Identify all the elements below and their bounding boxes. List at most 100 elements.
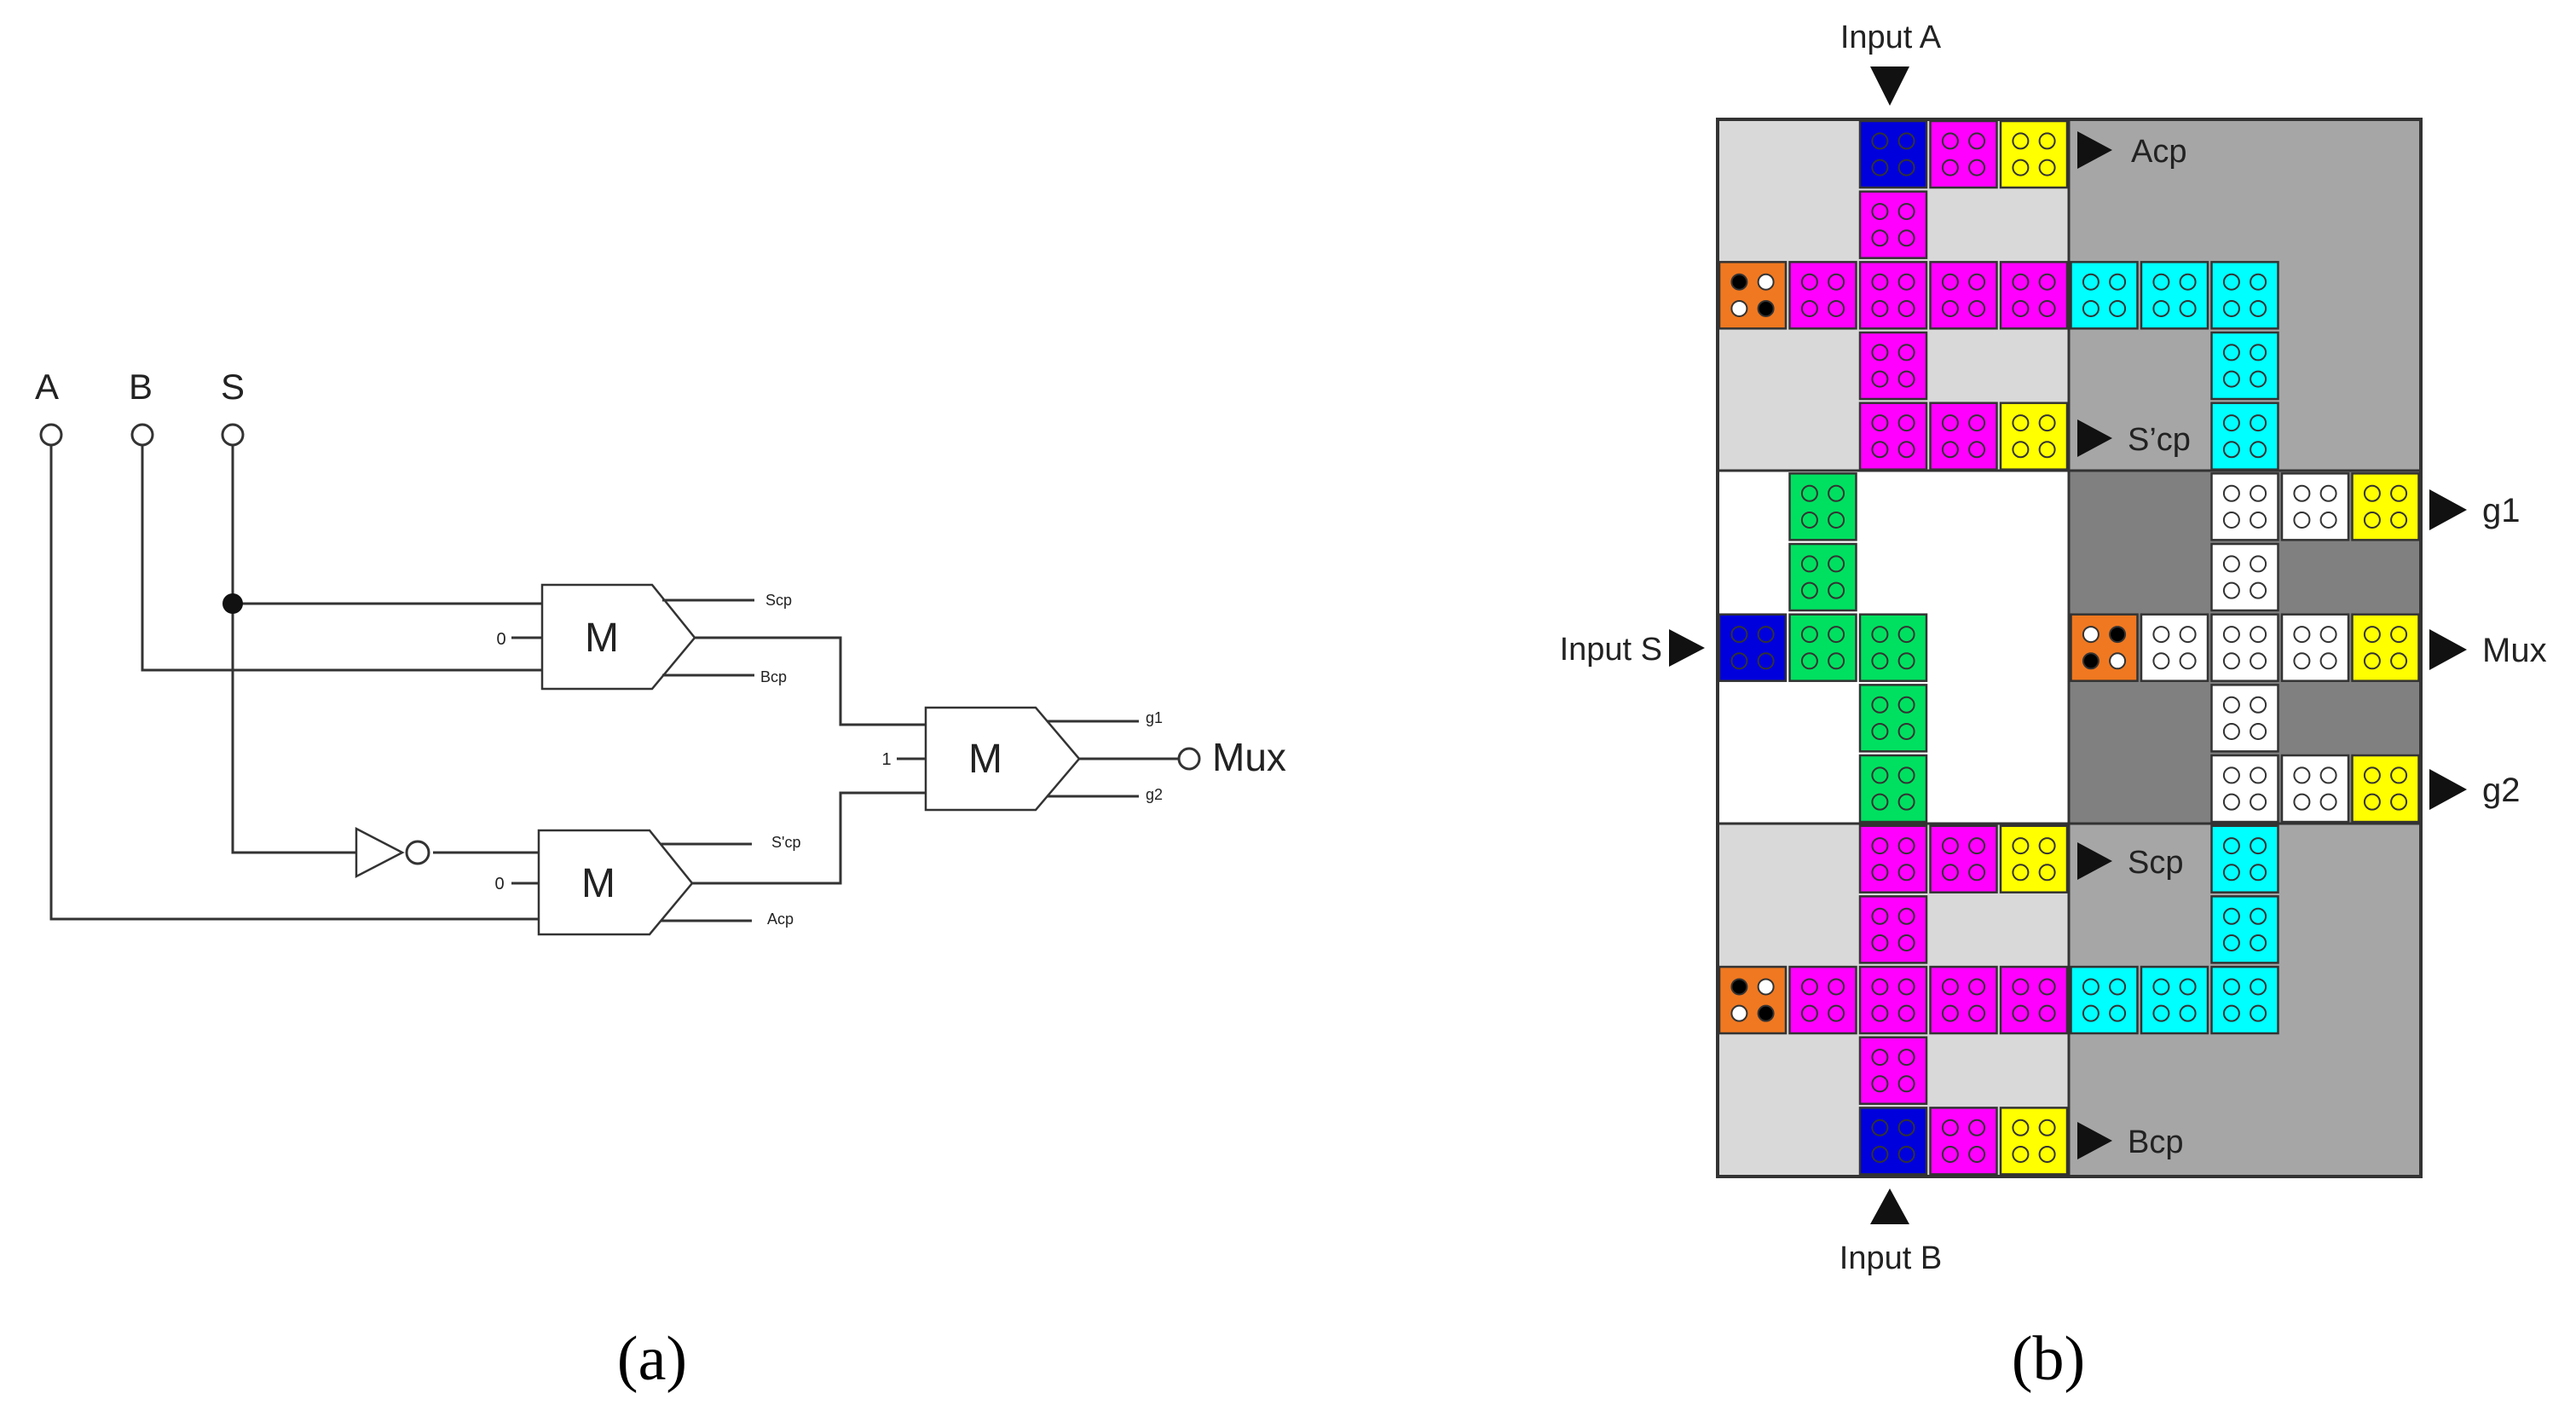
brick-stud <box>2012 1119 2030 1136</box>
brick-stud <box>2222 441 2240 459</box>
brick-stud <box>1897 864 1915 882</box>
brick-stud <box>1897 766 1915 784</box>
brick-stud <box>1828 273 1845 291</box>
brick-stud <box>1828 626 1845 644</box>
brick-stud <box>2222 555 2240 573</box>
brick-stud <box>1757 273 1775 291</box>
brick-green <box>1788 613 1857 682</box>
brick-stud <box>1871 1145 1889 1163</box>
brick-stud <box>2250 441 2267 459</box>
brick-stud <box>1897 837 1915 855</box>
brick-yellow <box>2351 613 2420 682</box>
brick-magenta <box>1858 895 1928 964</box>
brick-cyan <box>2210 824 2279 893</box>
brick-stud <box>1828 652 1845 670</box>
brick-cyan <box>2210 965 2279 1035</box>
brick-stud <box>1871 132 1889 150</box>
brick-yellow <box>1999 1107 2069 1176</box>
brick-stud <box>2038 441 2056 459</box>
brick-stud <box>2152 652 2170 670</box>
brick-stud <box>2250 722 2267 740</box>
input-b-terminal <box>130 423 154 447</box>
brick-magenta <box>1788 965 1857 1035</box>
brick-stud <box>1871 864 1889 882</box>
brick-stud <box>2319 511 2337 529</box>
brick-stud <box>1871 229 1889 247</box>
brick-stud <box>2038 159 2056 176</box>
brick-white <box>2210 472 2279 541</box>
brick-stud <box>2319 484 2337 502</box>
brick-stud <box>2222 722 2240 740</box>
brick-stud <box>1730 299 1748 317</box>
input-b-label-b: Input B <box>1840 1240 1942 1276</box>
brick-stud <box>1897 696 1915 714</box>
brick-stud <box>1871 273 1889 291</box>
brick-green <box>1788 472 1857 541</box>
brick-stud <box>1897 159 1915 176</box>
mux-arrow <box>2429 629 2467 670</box>
brick-stud <box>2222 370 2240 388</box>
panel-a-circuit: A B S M 0 Scp Bcp M 0 S'cp Acp <box>35 367 1286 1394</box>
brick-stud <box>2250 370 2267 388</box>
brick-stud <box>1871 159 1889 176</box>
brick-stud <box>1871 1004 1889 1022</box>
brick-stud <box>1941 1119 1959 1136</box>
brick-stud <box>2390 793 2408 811</box>
scp-label: Scp <box>2128 845 2183 881</box>
brick-cyan <box>2070 261 2139 330</box>
brick-stud <box>1871 203 1889 221</box>
brick-white <box>2210 754 2279 824</box>
brick-stud <box>2012 864 2030 882</box>
brick-stud <box>1968 864 1986 882</box>
brick-green <box>1858 754 1928 824</box>
brick-magenta <box>1858 965 1928 1035</box>
brick-green <box>1858 684 1928 753</box>
brick-green <box>1858 613 1928 682</box>
brick-stud <box>1897 1004 1915 1022</box>
brick-stud <box>1941 273 1959 291</box>
brick-stud <box>1897 203 1915 221</box>
brick-stud <box>1757 626 1775 644</box>
brick-magenta <box>1929 119 1998 189</box>
brick-stud <box>2179 273 2197 291</box>
brick-stud <box>2363 484 2381 502</box>
brick-stud <box>2293 652 2311 670</box>
brick-stud <box>2012 1145 2030 1163</box>
brick-blue <box>1718 613 1788 682</box>
brick-stud <box>1730 652 1748 670</box>
brick-yellow <box>2351 472 2420 541</box>
brick-stud <box>1800 484 1818 502</box>
brick-stud <box>1757 299 1775 317</box>
brick-stud <box>1871 1049 1889 1067</box>
brick-magenta <box>1999 965 2069 1035</box>
const-zero-bottom: 0 <box>494 875 504 893</box>
brick-stud <box>2038 132 2056 150</box>
brick-stud <box>2152 1004 2170 1022</box>
brick-stud <box>2152 299 2170 317</box>
wire-s <box>231 445 356 854</box>
brick-stud <box>1828 978 1845 996</box>
mux-gate-final <box>924 706 1081 812</box>
brick-stud <box>1968 1145 1986 1163</box>
brick-stud <box>2250 1004 2267 1022</box>
brick-blue <box>1858 119 1928 189</box>
brick-white <box>2280 754 2350 824</box>
mux-gate-top-label: M <box>585 616 619 661</box>
g2-label: g2 <box>2482 772 2521 809</box>
brick-stud <box>2012 299 2030 317</box>
brick-magenta <box>1858 331 1928 401</box>
brick-stud <box>1800 511 1818 529</box>
brick-stud <box>2012 837 2030 855</box>
mux-gate-final-label: M <box>968 737 1002 782</box>
brick-cyan <box>2210 261 2279 330</box>
brick-stud <box>1968 273 1986 291</box>
brick-stud <box>2293 511 2311 529</box>
brick-stud <box>1800 978 1818 996</box>
brick-stud <box>1897 907 1915 925</box>
region-dividers <box>1718 119 2421 1177</box>
brick-stud <box>2319 766 2337 784</box>
layout-frame <box>1716 118 2423 1178</box>
brick-stud <box>2038 299 2056 317</box>
brick-stud <box>1968 978 1986 996</box>
